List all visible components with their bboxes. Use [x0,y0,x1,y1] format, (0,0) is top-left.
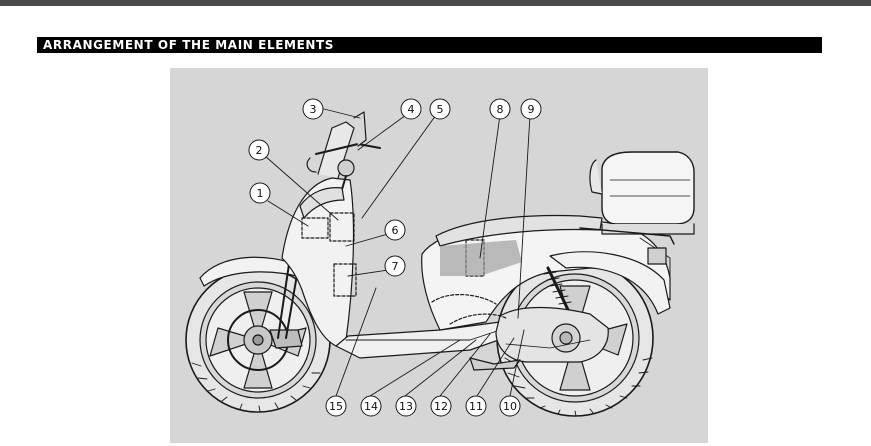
top-rule [0,0,871,6]
component-box-2 [329,212,355,242]
svg-text:5: 5 [437,103,444,116]
scooter-illustration: 1 2 3 4 5 6 7 [170,68,708,443]
callout-9: 9 [520,98,542,120]
svg-text:9: 9 [528,103,535,116]
callout-7: 7 [384,255,406,277]
component-box-1 [301,217,329,239]
callout-markers: 1 2 3 4 5 6 7 [248,98,542,417]
front-wheel [185,267,331,413]
front-shield [281,177,355,347]
handlebar [306,111,381,197]
callout-5: 5 [429,98,451,120]
callout-12: 12 [430,395,452,417]
svg-text:3: 3 [310,103,317,116]
rear-carrier [579,227,675,245]
callout-3: 3 [302,98,324,120]
svg-text:14: 14 [364,400,378,413]
svg-text:1: 1 [257,187,264,200]
svg-text:13: 13 [399,400,413,413]
rear-fender [549,251,671,315]
callout-6: 6 [384,219,406,241]
callout-11: 11 [465,395,487,417]
svg-text:8: 8 [497,103,504,116]
svg-text:11: 11 [469,400,483,413]
section-header: ARRANGEMENT OF THE MAIN ELEMENTS [37,37,822,53]
rear-shock [543,266,572,316]
section-title: ARRANGEMENT OF THE MAIN ELEMENTS [43,38,335,52]
svg-text:12: 12 [434,400,448,413]
svg-text:10: 10 [503,400,517,413]
svg-text:6: 6 [392,224,399,237]
svg-text:15: 15 [329,400,343,413]
component-box-7 [333,263,357,297]
top-case [589,151,695,235]
callout-4: 4 [400,98,422,120]
callout-15: 15 [325,395,347,417]
seat [435,214,603,247]
rear-light [647,247,667,265]
svg-text:4: 4 [408,103,415,116]
callout-10: 10 [499,395,521,417]
callout-13: 13 [395,395,417,417]
scooter-drawing: 1 2 3 4 5 6 7 [185,98,695,417]
svg-text:7: 7 [392,260,399,273]
under-seat-compartment [440,240,522,276]
callout-14: 14 [360,395,382,417]
callout-1: 1 [249,182,271,204]
svg-text:2: 2 [256,144,263,157]
leader-lines [264,107,531,397]
headlight-area [299,187,345,219]
callout-8: 8 [489,98,511,120]
callout-2: 2 [248,139,270,161]
